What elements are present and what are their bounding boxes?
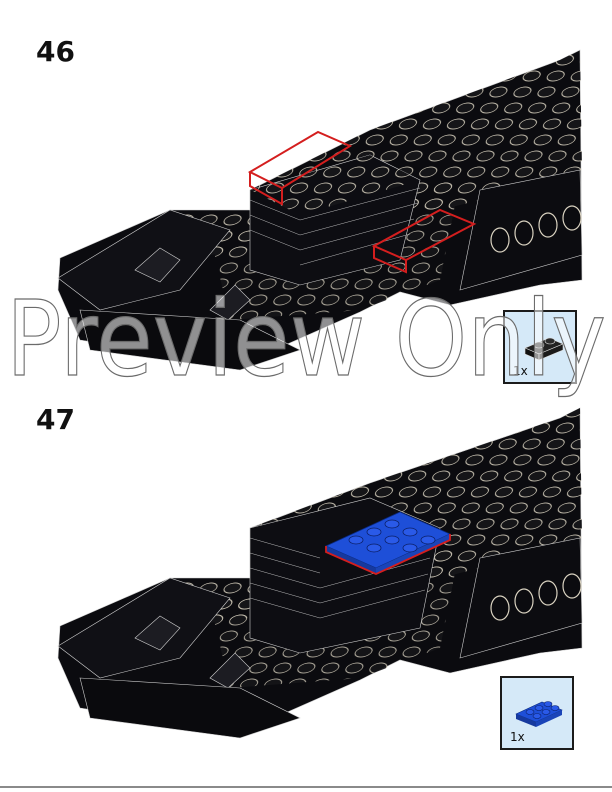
step-number-46: 46 [36, 35, 75, 68]
part-quantity: 1x [510, 730, 525, 744]
plate-1x2-black-icon [524, 337, 564, 361]
step-47-model-illustration [57, 407, 583, 739]
step-number-47: 47 [36, 403, 75, 436]
parts-callout-step-47: 1x [500, 676, 574, 750]
parts-callout-step-46: 1x [503, 310, 577, 384]
page-footer-rule [0, 786, 612, 788]
plate-2x3-blue-icon [515, 701, 563, 727]
part-quantity: 1x [513, 364, 528, 378]
step-46-model-illustration [57, 49, 583, 371]
